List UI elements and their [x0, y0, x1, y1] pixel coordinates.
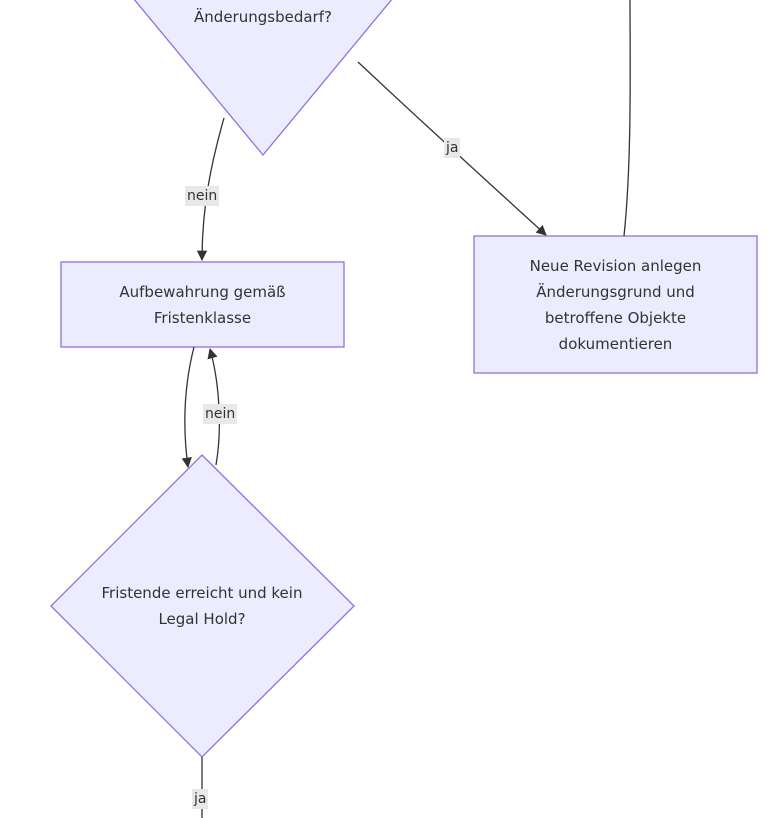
retention-box	[60, 261, 345, 348]
decision-change-text: Änderungsbedarf?	[194, 8, 332, 26]
edge-label-deadline-yes: ja	[192, 789, 209, 809]
edge-retention-to-deadline	[181, 346, 195, 469]
new-revision-label: Neue Revision anlegen Änderungsgrund und…	[474, 236, 757, 373]
decision-deadline-label: Fristende erreicht und kein Legal Hold?	[72, 580, 332, 632]
edge-label-change-yes: ja	[444, 138, 461, 158]
new-revision-line-4: dokumentieren	[558, 334, 673, 353]
edge-label-change-no: nein	[185, 186, 220, 206]
decision-change-label: Änderungsbedarf?	[163, 4, 363, 30]
edge-label-deadline-no: nein	[203, 404, 238, 424]
new-revision-line-2: Änderungsgrund und	[536, 282, 695, 301]
new-revision-line-1: Neue Revision anlegen	[529, 256, 702, 275]
decision-deadline-line-2: Legal Hold?	[158, 610, 246, 628]
decision-deadline-line-1: Fristende erreicht und kein	[101, 584, 303, 602]
retention-line-2: Fristenklasse	[153, 308, 252, 327]
retention-label: Aufbewahrung gemäß Fristenklasse	[61, 262, 344, 347]
edge-change-no	[196, 117, 225, 262]
retention-line-1: Aufbewahrung gemäß	[119, 282, 286, 301]
edge-revision-up	[623, 0, 631, 237]
new-revision-box	[473, 235, 758, 374]
decision-change-shape	[133, 0, 393, 157]
new-revision-line-3: betroffene Objekte	[544, 308, 687, 327]
